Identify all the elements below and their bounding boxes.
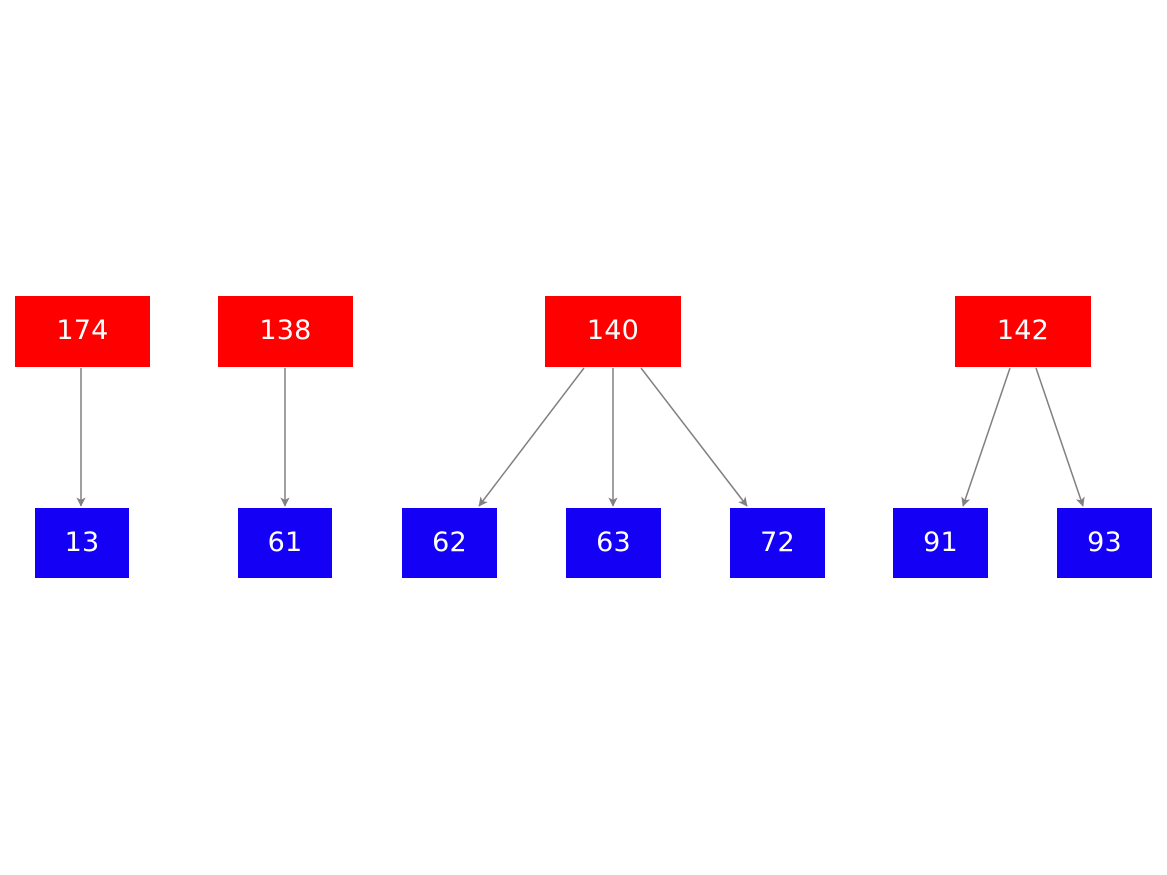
node-label: 140: [586, 315, 640, 346]
node-label: 91: [923, 526, 958, 558]
edge-n142-to-n91: [961, 367, 1011, 507]
node-63[interactable]: 63: [566, 508, 661, 578]
node-label: 142: [996, 315, 1050, 346]
edge-n140-to-n62: [478, 367, 585, 507]
node-142[interactable]: 142: [955, 296, 1091, 367]
node-label: 13: [64, 526, 100, 558]
node-62[interactable]: 62: [402, 508, 497, 578]
edge-n142-to-n93: [1035, 367, 1085, 507]
node-140[interactable]: 140: [545, 296, 681, 367]
node-13[interactable]: 13: [35, 508, 129, 578]
node-label: 174: [56, 315, 109, 346]
node-label: 93: [1087, 526, 1122, 558]
node-label: 62: [432, 526, 467, 558]
node-93[interactable]: 93: [1057, 508, 1152, 578]
node-91[interactable]: 91: [893, 508, 988, 578]
node-label: 138: [259, 315, 312, 346]
node-label: 63: [596, 526, 631, 558]
edge-n140-to-n72: [640, 367, 748, 507]
node-72[interactable]: 72: [730, 508, 825, 578]
node-61[interactable]: 61: [238, 508, 332, 578]
node-138[interactable]: 138: [218, 296, 353, 367]
node-label: 61: [267, 526, 303, 558]
node-174[interactable]: 174: [15, 296, 150, 367]
node-label: 72: [760, 526, 795, 558]
